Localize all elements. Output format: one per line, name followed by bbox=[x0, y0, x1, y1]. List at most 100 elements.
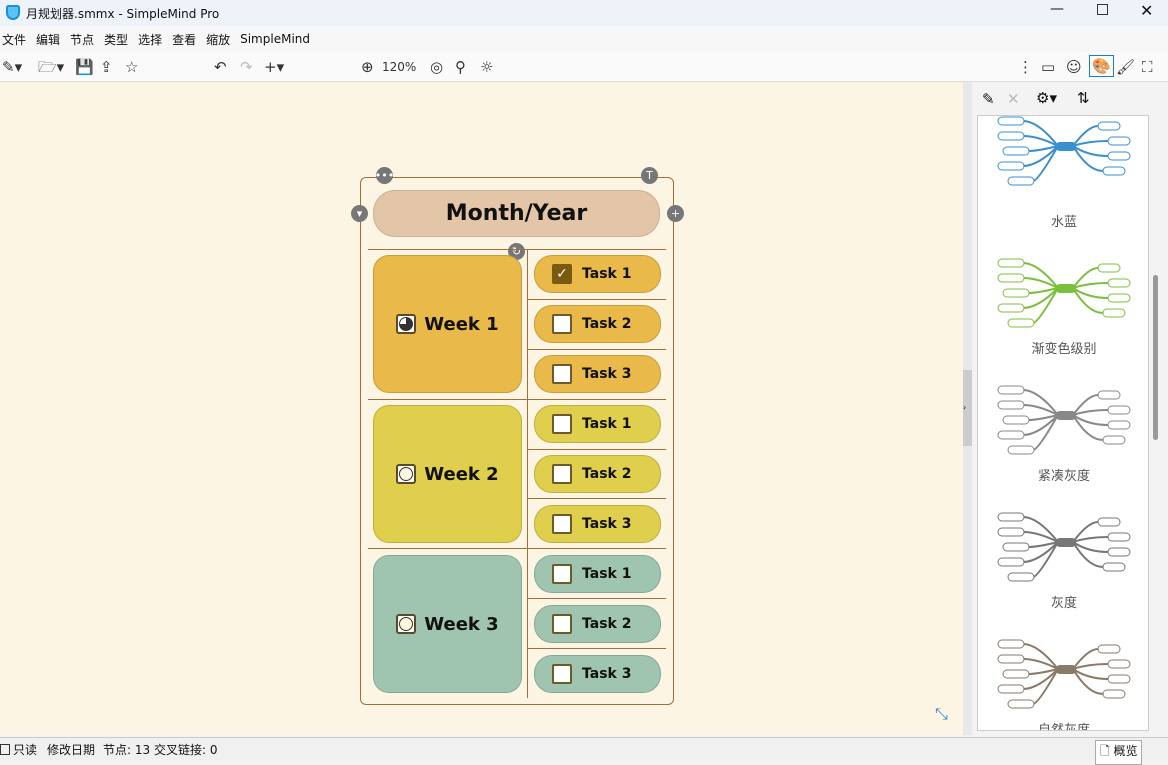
task-label: Task 2 bbox=[582, 466, 632, 482]
redo-icon[interactable]: ↷ bbox=[240, 58, 253, 76]
task-label: Task 3 bbox=[582, 666, 632, 682]
week-label: Week 3 bbox=[424, 613, 499, 635]
progress-icon[interactable] bbox=[396, 614, 417, 634]
task-label: Task 1 bbox=[582, 416, 632, 432]
task-node[interactable]: Task 3 bbox=[534, 505, 661, 543]
menu-zoom[interactable]: 缩放 bbox=[206, 32, 231, 47]
checkbox[interactable] bbox=[552, 614, 572, 634]
text-handle-icon[interactable]: T bbox=[641, 167, 658, 184]
maximize-button[interactable] bbox=[1097, 4, 1108, 15]
style-preview bbox=[997, 116, 1131, 186]
progress-icon[interactable] bbox=[396, 314, 417, 334]
menu-view[interactable]: 查看 bbox=[172, 32, 197, 47]
menu-type[interactable]: 类型 bbox=[104, 32, 129, 47]
week-node[interactable]: Week 3 bbox=[373, 555, 522, 693]
emoji-icon[interactable]: ☺ bbox=[1066, 58, 1082, 76]
style-preview bbox=[997, 385, 1131, 455]
style-option[interactable]: 水蓝 bbox=[978, 116, 1148, 230]
week-node[interactable]: Week 2 bbox=[373, 405, 522, 543]
task-node[interactable]: ✓Task 1 bbox=[534, 255, 661, 293]
toolbar: ✎▾ 🗁▾ 💾 ⇪ ☆ ↶ ↷ +▾ ⊕ 120% ◎ ⚲ ☼ ⋮ ▭ ☺ 🎨 … bbox=[0, 52, 1168, 82]
sort-icon[interactable]: ⇅ bbox=[1077, 89, 1090, 107]
task-node[interactable]: Task 2 bbox=[534, 455, 661, 493]
progress-icon[interactable] bbox=[396, 464, 417, 484]
open-folder-icon[interactable]: 🗁▾ bbox=[38, 58, 65, 76]
outline-icon[interactable]: ⋮ bbox=[1018, 58, 1033, 76]
window-title: 月规划器.smmx - SimpleMind Pro bbox=[26, 7, 220, 21]
menu-select[interactable]: 选择 bbox=[138, 32, 163, 47]
column-divider bbox=[527, 250, 528, 698]
style-option[interactable]: 紧凑灰度 bbox=[978, 370, 1148, 484]
status-bar: 只读 修改日期 节点: 13 交叉链接: 0 🗋 概览 bbox=[0, 737, 1168, 765]
checkbox[interactable] bbox=[552, 314, 572, 334]
overview-label: 概览 bbox=[1113, 744, 1138, 758]
style-option[interactable]: 灰度 bbox=[978, 497, 1148, 611]
share-icon[interactable]: ⇪ bbox=[100, 58, 113, 76]
menu-file[interactable]: 文件 bbox=[2, 32, 27, 47]
task-node[interactable]: Task 1 bbox=[534, 405, 661, 443]
central-topic[interactable]: Month/Year bbox=[373, 190, 660, 237]
week-node[interactable]: Week 1 bbox=[373, 255, 522, 393]
task-label: Task 2 bbox=[582, 316, 632, 332]
undo-icon[interactable]: ↶ bbox=[214, 58, 227, 76]
menu-simplemind[interactable]: SimpleMind bbox=[240, 32, 310, 46]
style-option[interactable]: 渐变色级别 bbox=[978, 243, 1148, 357]
overview-button[interactable]: 🗋 概览 bbox=[1095, 740, 1143, 765]
star-icon[interactable]: ☆ bbox=[125, 58, 139, 76]
delete-icon[interactable]: ✕ bbox=[1007, 90, 1020, 108]
target-icon[interactable]: ◎ bbox=[430, 58, 444, 76]
zoom-level[interactable]: 120% bbox=[382, 60, 417, 74]
checkbox[interactable] bbox=[552, 564, 572, 584]
minimize-button[interactable]: — bbox=[1050, 1, 1064, 17]
title-bar: 月规划器.smmx - SimpleMind Pro — ✕ bbox=[0, 0, 1168, 26]
save-icon[interactable]: 💾 bbox=[75, 58, 94, 76]
task-node[interactable]: Task 3 bbox=[534, 655, 661, 693]
checkbox[interactable] bbox=[552, 414, 572, 434]
menu-node[interactable]: 节点 bbox=[70, 32, 95, 47]
checkbox[interactable]: ✓ bbox=[552, 264, 572, 284]
palette-icon[interactable]: 🎨 bbox=[1089, 55, 1114, 77]
task-node[interactable]: Task 2 bbox=[534, 605, 661, 643]
app-logo-icon bbox=[6, 5, 20, 20]
task-label: Task 3 bbox=[582, 516, 632, 532]
checkbox[interactable] bbox=[552, 514, 572, 534]
scrollbar-thumb[interactable] bbox=[1153, 275, 1158, 440]
panel-splitter[interactable]: › bbox=[963, 82, 972, 735]
checkbox[interactable] bbox=[552, 464, 572, 484]
edit-style-icon[interactable]: ✎ bbox=[982, 90, 995, 108]
add-icon[interactable]: +▾ bbox=[264, 58, 285, 76]
menu-edit[interactable]: 编辑 bbox=[36, 32, 61, 47]
modified-date: 修改日期 bbox=[47, 742, 96, 757]
close-button[interactable]: ✕ bbox=[1140, 1, 1154, 20]
style-list[interactable]: 水蓝渐变色级别紧凑灰度灰度自然灰度 bbox=[977, 115, 1149, 731]
checkbox[interactable] bbox=[552, 664, 572, 684]
search-icon[interactable]: ⚲ bbox=[455, 58, 466, 76]
add-child-handle-icon[interactable]: + bbox=[667, 205, 684, 222]
brush-icon[interactable]: 🖌 bbox=[1116, 58, 1136, 76]
notes-icon[interactable]: ▭ bbox=[1041, 58, 1056, 76]
style-name: 紧凑灰度 bbox=[1037, 469, 1090, 484]
style-name: 水蓝 bbox=[1050, 215, 1077, 230]
checkbox[interactable] bbox=[552, 364, 572, 384]
collapse-handle-icon[interactable]: ▾ bbox=[351, 205, 368, 222]
zoom-in-icon[interactable]: ⊕ bbox=[361, 58, 374, 76]
readonly-checkbox[interactable] bbox=[0, 743, 10, 755]
collapse-panel-icon[interactable]: › bbox=[963, 370, 972, 446]
task-node[interactable]: Task 1 bbox=[534, 555, 661, 593]
settings-icon[interactable]: ⚙▾ bbox=[1036, 89, 1057, 107]
lightbulb-icon[interactable]: ☼ bbox=[480, 58, 494, 76]
task-node[interactable]: Task 2 bbox=[534, 305, 661, 343]
task-label: Task 2 bbox=[582, 616, 632, 632]
style-name: 渐变色级别 bbox=[1031, 342, 1097, 357]
style-name: 灰度 bbox=[1050, 596, 1077, 611]
presentation-icon[interactable]: ⛶ bbox=[1142, 58, 1153, 76]
task-node[interactable]: Task 3 bbox=[534, 355, 661, 393]
more-handle-icon[interactable]: ••• bbox=[374, 167, 395, 184]
style-preview bbox=[997, 258, 1131, 328]
style-option[interactable]: 自然灰度 bbox=[978, 624, 1148, 731]
fit-icon[interactable]: ⤡ bbox=[935, 704, 948, 723]
style-name: 自然灰度 bbox=[1037, 723, 1090, 731]
style-preview bbox=[997, 639, 1131, 709]
new-icon[interactable]: ✎▾ bbox=[2, 58, 23, 76]
task-label: Task 3 bbox=[582, 366, 632, 382]
